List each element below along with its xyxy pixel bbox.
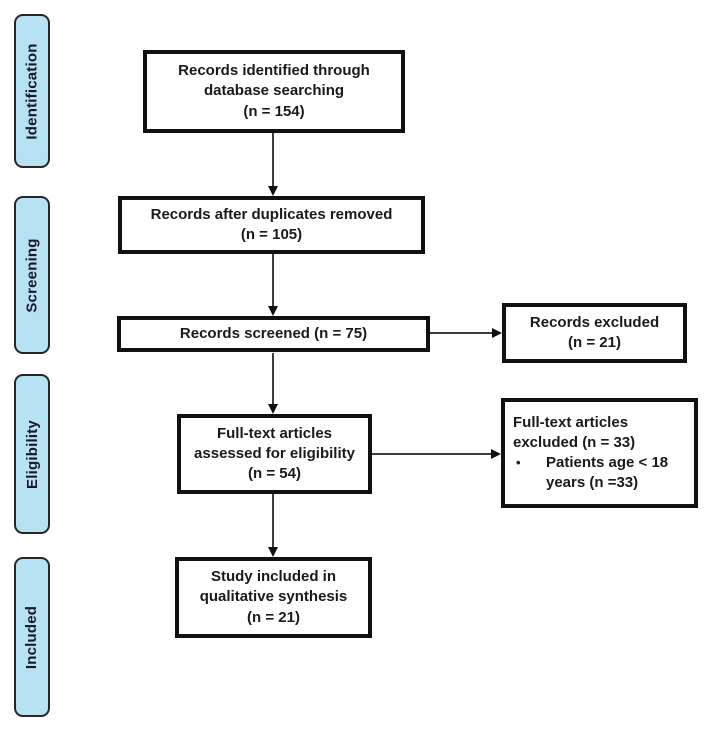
exclusion-reason-item: • Patients age < 18 years (n =33)	[513, 453, 688, 493]
box-text-line: excluded (n = 33)	[513, 433, 636, 451]
arrow-identified-to-duplicates	[267, 133, 278, 196]
stage-label-screening: Screening	[23, 237, 41, 313]
box-fulltext-excluded: Full-text articles excluded (n = 33) • P…	[501, 398, 698, 508]
box-count: (n = 21)	[568, 334, 621, 351]
box-text-line: Records identified through	[178, 62, 370, 80]
box-records-screened: Records screened (n = 75)	[117, 316, 430, 352]
box-text-line: Full-text articles	[513, 413, 629, 431]
box-fulltext-assessed: Full-text articles assessed for eligibil…	[177, 414, 372, 494]
box-records-excluded: Records excluded (n = 21)	[502, 303, 687, 363]
box-text-line: Study included in	[210, 568, 336, 586]
stage-pill-eligibility: Eligibility	[14, 374, 50, 534]
box-text-line: qualitative synthesis	[199, 588, 348, 606]
box-records-identified: Records identified through database sear…	[143, 50, 405, 133]
arrow-screened-to-excluded	[430, 327, 502, 338]
stage-pill-identification: Identification	[14, 14, 50, 168]
box-text-line: Records screened (n = 75)	[179, 324, 368, 342]
box-records-after-duplicates: Records after duplicates removed (n = 10…	[118, 196, 425, 254]
box-text-line: Records excluded	[529, 313, 660, 331]
box-count: (n = 54)	[248, 465, 301, 483]
stage-label-identification: Identification	[23, 42, 41, 140]
box-text-line: Records after duplicates removed	[150, 205, 393, 223]
box-text-line: database searching	[203, 82, 345, 100]
arrow-fulltext-to-fulltext-excluded	[372, 448, 501, 459]
box-count: (n = 105)	[240, 226, 303, 243]
box-count: (n = 154)	[243, 102, 305, 120]
stage-pill-included: Included	[14, 557, 50, 717]
stage-label-included: Included	[23, 605, 41, 669]
box-count: (n = 21)	[247, 608, 300, 626]
arrow-fulltext-to-included	[267, 494, 278, 557]
stage-label-eligibility: Eligibility	[23, 419, 41, 489]
arrow-screened-to-fulltext	[267, 353, 278, 414]
exclusion-reason-text: Patients age < 18 years (n =33)	[546, 454, 669, 492]
box-text-line: Full-text articles	[216, 424, 333, 442]
box-study-included: Study included in qualitative synthesis …	[175, 557, 372, 638]
bullet-icon: •	[516, 455, 521, 470]
arrow-duplicates-to-screened	[267, 254, 278, 316]
stage-pill-screening: Screening	[14, 196, 50, 354]
box-text-line: assessed for eligibility	[194, 444, 355, 462]
